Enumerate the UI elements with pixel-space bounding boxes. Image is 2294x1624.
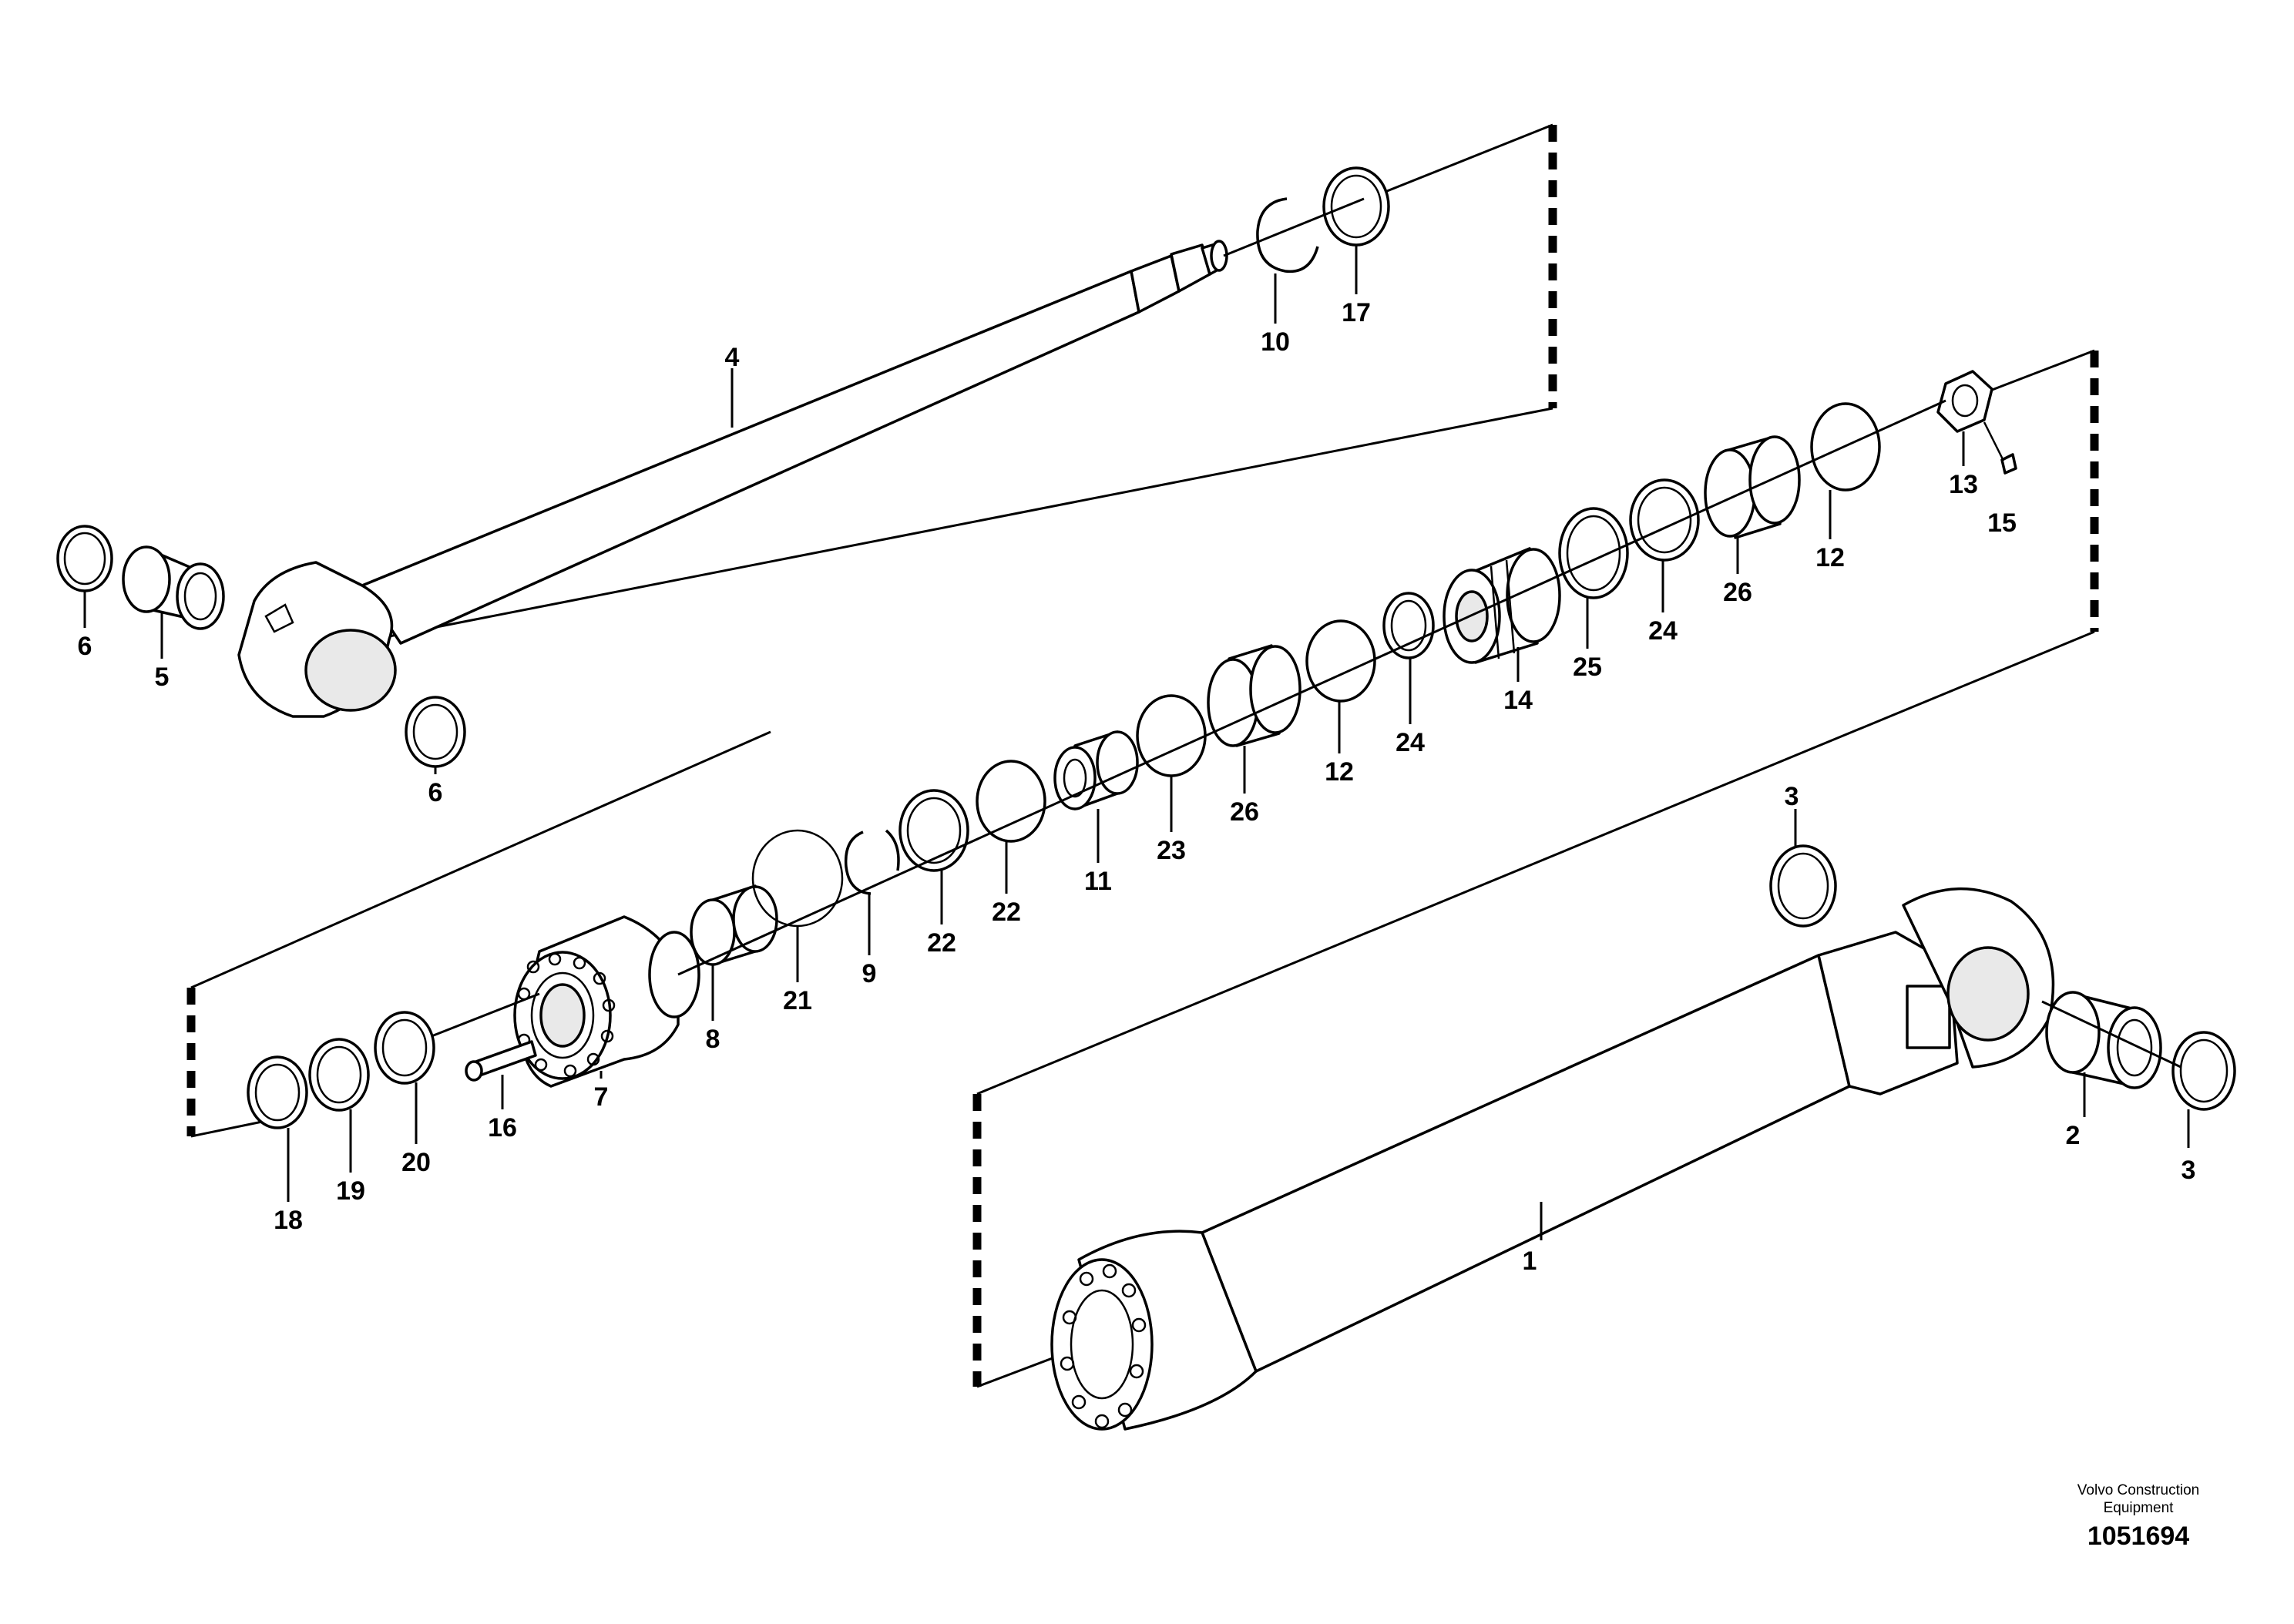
tube-head-flange xyxy=(1050,1258,1154,1431)
part-18-ring xyxy=(247,1055,308,1129)
part-21-disc xyxy=(751,829,844,928)
part-11-collar xyxy=(1053,730,1139,810)
callout-24-upper: 24 xyxy=(1648,616,1678,646)
part-5-bushing xyxy=(122,545,225,630)
callout-12-lower: 12 xyxy=(1325,757,1354,787)
callout-leaders xyxy=(83,245,2190,1240)
callout-8: 8 xyxy=(706,1025,720,1054)
part-3-seal-ring-upper xyxy=(1769,844,1837,928)
callout-labels: 1 2 3 3 4 5 6 6 7 8 9 10 11 12 12 13 14 … xyxy=(78,298,2196,1276)
rod-shaft xyxy=(361,270,1140,645)
tube-port-plate xyxy=(1906,985,1951,1049)
part-16-bolt xyxy=(465,1040,537,1082)
callout-5: 5 xyxy=(155,663,170,692)
part-12-ring-a xyxy=(1305,619,1376,703)
part-1-cylinder-tube xyxy=(1050,887,2055,1431)
callout-22-lower: 22 xyxy=(927,928,956,958)
callout-2: 2 xyxy=(2066,1121,2081,1150)
part-19-ring xyxy=(308,1038,370,1112)
callout-12-upper: 12 xyxy=(1815,543,1845,572)
callout-22-upper: 22 xyxy=(992,898,1021,927)
document-number: 1051694 xyxy=(2087,1522,2189,1551)
callout-18: 18 xyxy=(274,1206,303,1235)
tube-barrel xyxy=(1201,954,1851,1373)
callout-21: 21 xyxy=(783,986,812,1015)
rod-step xyxy=(1130,254,1181,314)
part-26-wear-ring-a xyxy=(1207,644,1302,747)
boundary-line-head-top xyxy=(190,730,771,989)
part-24-ring-b xyxy=(1629,478,1700,562)
callout-24-lower: 24 xyxy=(1396,728,1425,757)
rod-eye-bore xyxy=(304,629,397,712)
part-3-seal-ring-lower xyxy=(2171,1031,2236,1111)
piston-rod xyxy=(237,240,1228,718)
callout-3-lower: 3 xyxy=(2181,1156,2196,1185)
part-26-wear-ring-b xyxy=(1704,435,1801,539)
callout-23: 23 xyxy=(1157,836,1186,865)
callout-9: 9 xyxy=(862,959,877,988)
part-13-nut xyxy=(1936,370,1993,433)
part-14-piston xyxy=(1443,547,1561,664)
callout-15: 15 xyxy=(1987,508,2017,538)
part-7-cylinder-head xyxy=(513,915,700,1088)
part-15-set-screw xyxy=(2000,453,2017,475)
part-6-seal-ring-upper xyxy=(56,525,113,592)
rod-eye-grease-nipple xyxy=(264,603,294,633)
part-9-snap-ring-end xyxy=(885,829,900,871)
leader-rod-rings xyxy=(1223,197,1365,257)
boundary-line-head-bottom xyxy=(190,1119,267,1138)
credit-line-2: Equipment xyxy=(2104,1500,2175,1516)
callout-16: 16 xyxy=(488,1113,517,1143)
credit-block: Volvo Construction Equipment 1051694 xyxy=(2077,1482,2199,1551)
callout-14: 14 xyxy=(1503,686,1533,715)
part-8-bushing xyxy=(690,884,778,966)
callout-1: 1 xyxy=(1523,1247,1537,1276)
leader-set-screw xyxy=(1983,421,2005,461)
part-6-seal-ring-lower xyxy=(405,696,466,768)
leader-head-rings xyxy=(431,992,540,1038)
part-22-ring-b xyxy=(976,760,1046,843)
callout-13: 13 xyxy=(1949,470,1978,499)
part-9-snap-ring xyxy=(844,830,872,895)
callout-6-upper: 6 xyxy=(78,632,92,661)
callout-11: 11 xyxy=(1084,867,1112,896)
tube-eye-bore xyxy=(1946,946,2030,1042)
credit-line-1: Volvo Construction xyxy=(2077,1482,2199,1498)
boundary-line-piston-bottom xyxy=(976,630,2095,1096)
callout-20: 20 xyxy=(401,1148,431,1177)
callout-25: 25 xyxy=(1573,653,1602,682)
callout-10: 10 xyxy=(1261,327,1290,357)
boundary-line-rod-top xyxy=(1363,123,1553,202)
callout-3-upper: 3 xyxy=(1785,782,1799,811)
part-10-snap-ring xyxy=(1256,197,1319,273)
boundary-line-piston-top xyxy=(1987,349,2095,393)
boundary-line-rod-bottom xyxy=(388,407,1553,638)
part-23-ring xyxy=(1136,694,1207,777)
leader-piston-axis xyxy=(677,399,1946,976)
tube-head-bore xyxy=(1070,1289,1134,1400)
callout-26-upper: 26 xyxy=(1723,578,1752,607)
callout-6-lower: 6 xyxy=(428,778,443,807)
callout-7: 7 xyxy=(594,1082,609,1112)
callout-19: 19 xyxy=(336,1176,365,1206)
callout-17: 17 xyxy=(1342,298,1371,327)
callout-4: 4 xyxy=(725,343,740,372)
part-25-ring xyxy=(1558,507,1629,599)
callout-26-lower: 26 xyxy=(1230,797,1259,827)
tube-port-block xyxy=(1817,931,1959,1096)
leader-tube-eye xyxy=(2041,1000,2181,1069)
part-17-ring xyxy=(1322,166,1390,247)
rod-tip xyxy=(1210,240,1228,272)
assembly-boundaries xyxy=(186,123,2099,1388)
part-24-ring-a xyxy=(1382,592,1435,659)
part-2-bushing xyxy=(2045,991,2162,1089)
part-20-ring xyxy=(374,1011,435,1085)
